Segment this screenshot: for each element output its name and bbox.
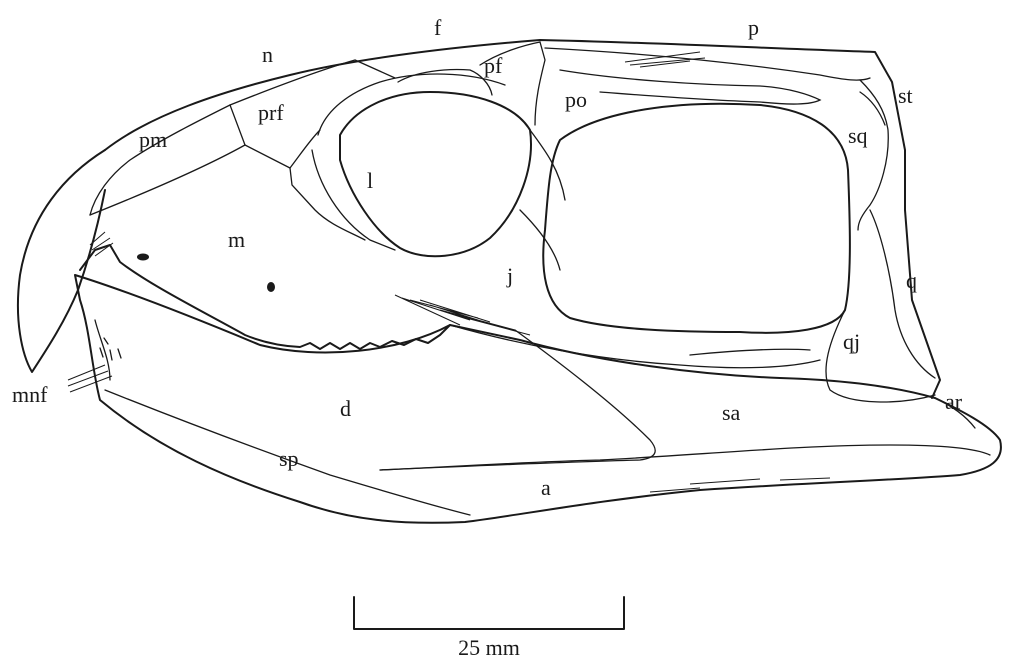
quadrate-outline xyxy=(870,210,935,378)
label-pm: pm xyxy=(139,127,167,152)
label-qj: qj xyxy=(843,329,860,354)
label-prf: prf xyxy=(258,100,284,125)
label-j: j xyxy=(506,263,513,288)
postorbital-process xyxy=(560,70,820,104)
label-po: po xyxy=(565,87,587,112)
maxilla-tooth-row xyxy=(80,245,450,349)
label-m: m xyxy=(228,227,245,252)
sclerotic-arc xyxy=(398,70,492,96)
label-st: st xyxy=(898,83,913,108)
nasal-frontal-suture xyxy=(230,60,395,105)
scale-bar-label: 25 mm xyxy=(458,635,520,660)
maxilla-foramen-2 xyxy=(267,282,275,292)
label-d: d xyxy=(340,396,351,421)
label-p: p xyxy=(748,15,759,40)
label-n: n xyxy=(262,42,273,67)
mental-foramina xyxy=(100,338,121,360)
label-sp: sp xyxy=(279,446,299,471)
scale-bar-line xyxy=(354,597,624,629)
scale-bar: 25 mm xyxy=(354,597,624,660)
skull-roof-outline xyxy=(105,40,940,398)
dentary-surangular-suture xyxy=(380,330,655,470)
mnf-pointer-lines xyxy=(68,365,112,392)
label-sq: sq xyxy=(848,123,868,148)
maxilla-foramen-1 xyxy=(137,254,149,261)
label-mnf: mnf xyxy=(12,382,48,407)
label-pf: pf xyxy=(484,53,503,78)
lacrimal-suture xyxy=(290,168,365,240)
label-ar: ar xyxy=(945,389,963,414)
label-a: a xyxy=(541,475,551,500)
quadratojugal-outline xyxy=(826,310,935,402)
temporal-fenestra-outline xyxy=(543,104,850,333)
label-l: l xyxy=(367,168,373,193)
label-f: f xyxy=(434,15,442,40)
angular-hatching xyxy=(650,478,830,492)
beak-inner-line xyxy=(90,105,230,215)
squamosal-suture xyxy=(858,80,888,230)
label-q: q xyxy=(906,268,917,293)
lower-jaw-outline xyxy=(75,275,1001,523)
premaxilla-beak-outline xyxy=(18,150,105,372)
jugal-lower-border xyxy=(450,325,820,368)
label-sa: sa xyxy=(722,400,741,425)
maxilla-upper-suture xyxy=(90,145,245,215)
jugal-quadratojugal-suture xyxy=(690,349,810,355)
